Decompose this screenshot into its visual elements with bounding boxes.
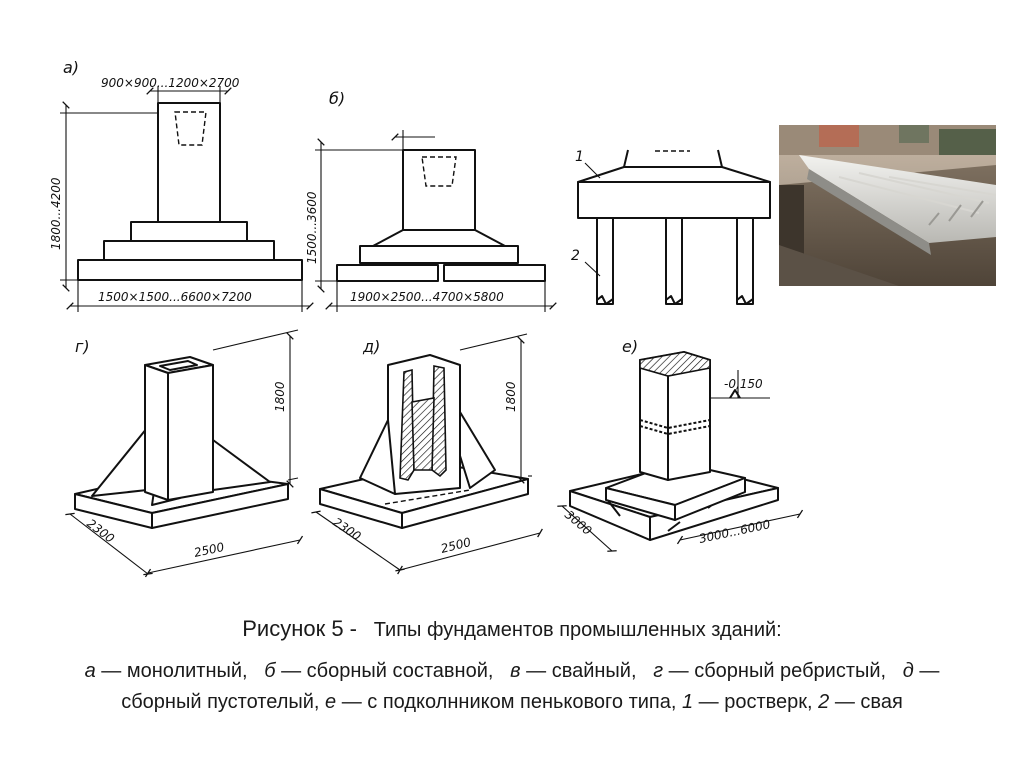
a-step-3 — [77, 259, 303, 281]
legend-key-d: д — [902, 660, 914, 682]
legend-key-g: г — [653, 660, 664, 682]
v-pile-2 — [665, 217, 683, 305]
drawing-e-pedestal: е) -0,150 3000 3000...6000 — [557, 337, 804, 552]
drawing-v-pile: 1 2 — [571, 149, 771, 305]
legend-key-b: б — [264, 660, 276, 682]
e-column-right — [667, 359, 711, 481]
legend-key-1: 1 — [682, 691, 694, 713]
b-pedestal — [372, 229, 506, 247]
b-socket — [421, 156, 457, 187]
a-step-2 — [103, 240, 275, 262]
b-height-dimension: 1500...3600 — [305, 191, 319, 264]
caption-legend: а — монолитный, б — сборный составной, в… — [84, 660, 940, 713]
v-item1-label: 1 — [575, 149, 584, 165]
legend-key-a: а — [84, 660, 96, 682]
b-bottom-dimension: 1900×2500...4700×5800 — [350, 290, 504, 304]
drawing-b-precast: б) 1500...3600 1900×2500...4700×5800 — [305, 89, 557, 312]
caption-title-lead: Рисунок 5 - — [242, 616, 358, 641]
label-e: е) — [622, 337, 638, 356]
a-socket — [174, 111, 207, 146]
b-slab-top — [359, 245, 519, 264]
legend-text-d: сборный пустотелый, — [121, 691, 320, 713]
caption-title: Рисунок 5 - Типы фундаментов промышленны… — [0, 616, 1024, 642]
legend-text-1: ростверк, — [724, 691, 813, 713]
g-rib-left — [91, 427, 148, 497]
e-column-left — [639, 359, 669, 481]
b-slab-right — [443, 264, 546, 282]
a-height-dimension: 1800...4200 — [49, 177, 63, 250]
v-item2-label: 2 — [571, 248, 580, 264]
legend-text-2: свая — [860, 691, 903, 713]
d-height-dimension: 1800 — [504, 381, 518, 412]
e-level-mark: -0,150 — [724, 377, 763, 391]
legend-text-a: монолитный, — [126, 660, 248, 682]
legend-text-b: сборный составной, — [306, 660, 494, 682]
v-column-stub — [623, 149, 723, 168]
photo-illustration — [779, 125, 996, 286]
d-core — [411, 397, 435, 471]
d-wall-left — [399, 368, 415, 481]
caption-title-text: Типы фундаментов промышленных зданий: — [373, 619, 782, 641]
v-pile-cap-top — [577, 166, 771, 183]
drawing-g-ribbed: г) 1800 2300 2500 — [65, 329, 304, 578]
a-top-dimension: 900×900...1200×2700 — [101, 76, 240, 90]
drawing-d-hollow: д) 1800 2300 2500 — [311, 333, 543, 575]
g-column-right — [167, 364, 214, 501]
legend-text-v: свайный, — [551, 660, 637, 682]
b-slab-left — [336, 264, 439, 282]
a-step-1 — [130, 221, 248, 243]
g-column-left — [144, 364, 169, 501]
v-pile-cap — [577, 181, 771, 219]
g-column-opening — [159, 360, 198, 371]
g-height-dimension: 1800 — [273, 381, 287, 412]
v-pile-1 — [596, 217, 614, 305]
figure-caption: Рисунок 5 - Типы фундаментов промышленны… — [0, 616, 1024, 718]
g-width-dimension: 2500 — [193, 540, 226, 560]
drawing-a-monolithic: а) 900×900...1200×2700 1800...4200 1500×… — [49, 58, 314, 312]
label-d: д) — [362, 337, 380, 356]
label-b: б) — [329, 89, 345, 108]
d-depth-dimension: 2300 — [330, 515, 363, 544]
g-depth-dimension: 2300 — [84, 516, 117, 546]
b-column — [402, 149, 476, 231]
legend-text-g: сборный ребристый, — [694, 660, 887, 682]
v-pile-3 — [736, 217, 754, 305]
legend-key-v: в — [510, 660, 521, 682]
legend-key-2: 2 — [818, 691, 830, 713]
g-rib-right — [212, 439, 271, 491]
label-a: а) — [63, 58, 79, 77]
legend-text-e: с подколнником пенькового типа, — [367, 691, 677, 713]
precast-piles-photo — [779, 125, 996, 286]
legend-key-e: е — [325, 691, 337, 713]
a-column — [157, 102, 221, 224]
e-pedestal-side — [674, 477, 746, 521]
e-column-cut — [639, 351, 711, 377]
a-bottom-dimension: 1500×1500...6600×7200 — [98, 290, 252, 304]
label-g: г) — [75, 337, 90, 356]
d-width-dimension: 2500 — [439, 535, 472, 556]
